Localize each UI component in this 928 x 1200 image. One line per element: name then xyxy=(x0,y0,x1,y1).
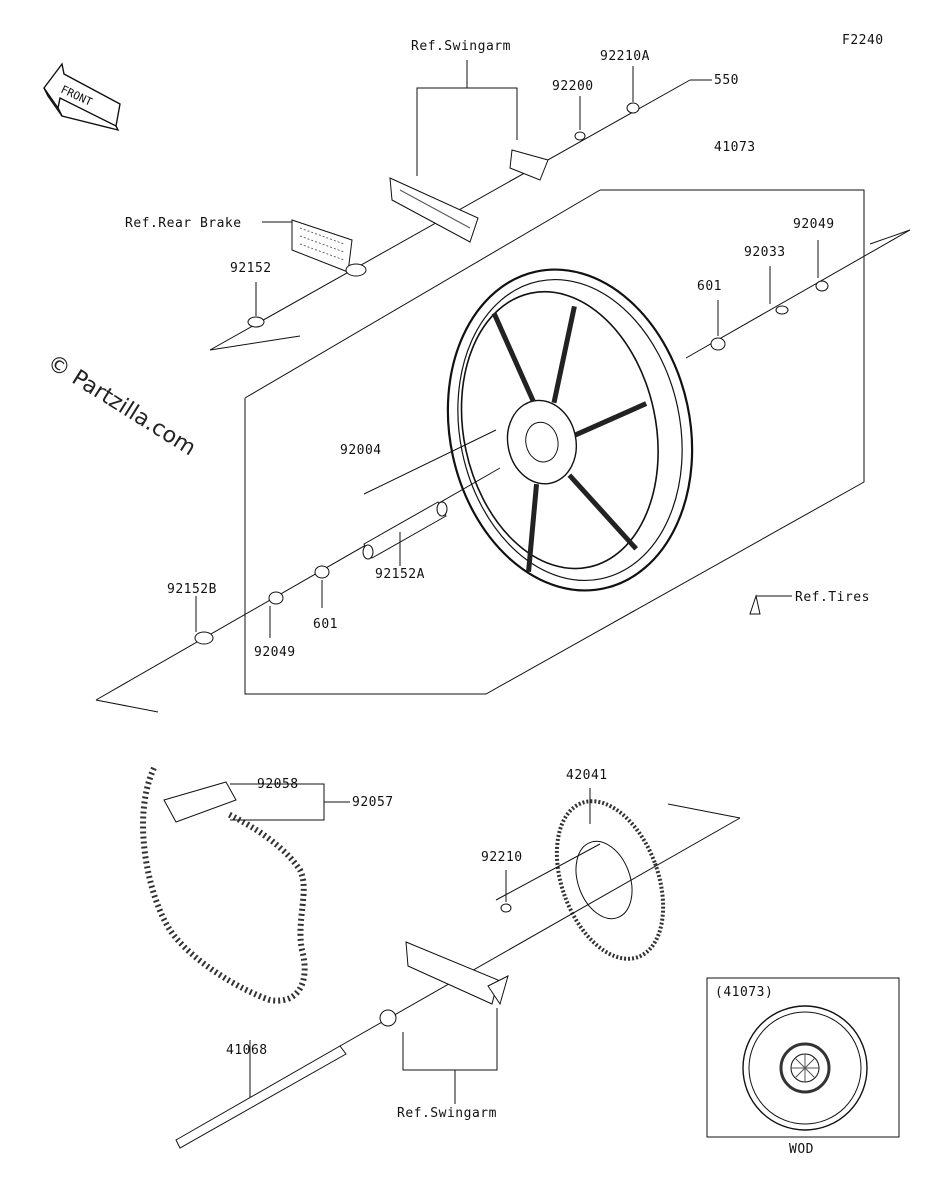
label-ref-swingarm-bottom: Ref.Swingarm xyxy=(397,1106,497,1121)
label-92210A: 92210A xyxy=(600,49,650,64)
label-41068: 41068 xyxy=(226,1043,268,1058)
lower-main-axle xyxy=(176,804,740,1148)
right-axle-parts xyxy=(686,230,910,358)
label-92033: 92033 xyxy=(744,245,786,260)
label-601-top: 601 xyxy=(697,279,722,294)
label-42041: 42041 xyxy=(566,768,608,783)
rear-brake-caliper xyxy=(262,220,367,277)
front-arrow-icon: FRONT xyxy=(44,64,120,130)
label-92200: 92200 xyxy=(552,79,594,94)
label-41073: 41073 xyxy=(714,140,756,155)
tire-ref-pointer xyxy=(750,596,792,614)
inset-caption: WOD xyxy=(789,1142,814,1157)
rear-sprocket xyxy=(554,787,666,961)
label-550: 550 xyxy=(714,73,739,88)
label-92049-top: 92049 xyxy=(793,217,835,232)
diagram-code: F2240 xyxy=(842,33,884,48)
label-92004: 92004 xyxy=(340,443,382,458)
label-92049-bottom: 92049 xyxy=(254,645,296,660)
inset-box xyxy=(706,977,900,1138)
rear-wheel xyxy=(446,268,694,592)
label-92152B: 92152B xyxy=(167,582,217,597)
label-601-bottom: 601 xyxy=(313,617,338,632)
lower-axle-line xyxy=(96,430,500,712)
label-ref-swingarm-top: Ref.Swingarm xyxy=(411,39,511,54)
drive-chain xyxy=(143,768,350,1001)
label-92057: 92057 xyxy=(352,795,394,810)
label-92152A: 92152A xyxy=(375,567,425,582)
swingarm-ref-bracket-top xyxy=(390,60,548,242)
wheel-assembly-frame xyxy=(245,190,864,694)
label-ref-rear-brake: Ref.Rear Brake xyxy=(125,216,242,231)
label-92152: 92152 xyxy=(230,261,272,276)
label-92058: 92058 xyxy=(257,777,299,792)
label-92210: 92210 xyxy=(481,850,523,865)
label-ref-tires: Ref.Tires xyxy=(795,590,870,605)
upper-small-parts xyxy=(247,66,640,328)
inset-title: (41073) xyxy=(715,985,774,1000)
